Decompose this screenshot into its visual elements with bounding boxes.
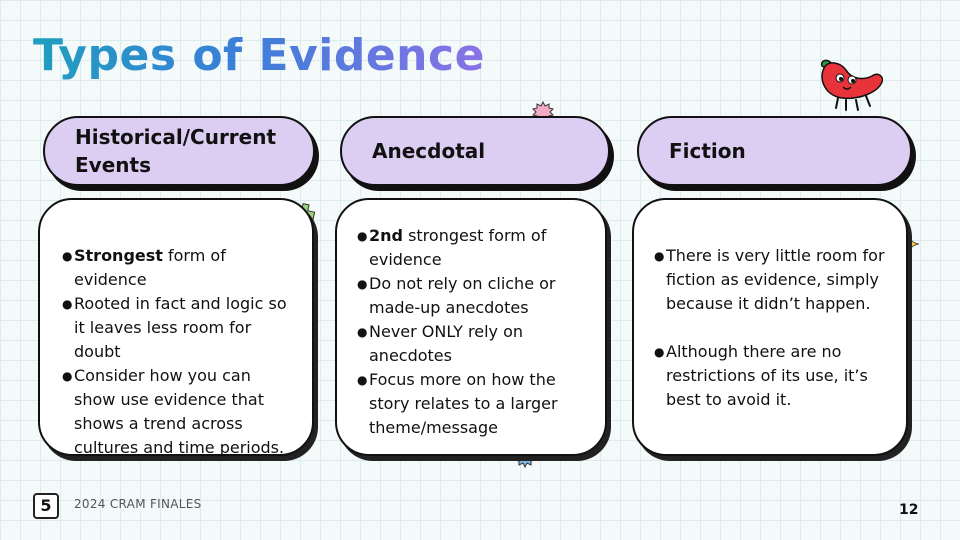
bullet-text: Do not rely on cliche or made-up anecdot… <box>369 274 556 317</box>
bullet-item: Focus more on how the story relates to a… <box>357 368 589 440</box>
header-label: Historical/Current Events <box>75 125 277 177</box>
bullet-text: strongest form of evidence <box>369 226 547 269</box>
bullet-text: Rooted in fact and logic so it leaves le… <box>74 294 287 361</box>
chili-pepper-mascot-icon <box>820 59 884 111</box>
bullet-text: Never ONLY rely on anecdotes <box>369 322 523 365</box>
page-number: 12 <box>899 502 919 518</box>
bullet-text: Although there are no restrictions of it… <box>666 342 868 409</box>
bullet-text: Consider how you can show use evidence t… <box>74 366 285 457</box>
header-label: Anecdotal <box>372 139 486 163</box>
bullet-item: Rooted in fact and logic so it leaves le… <box>62 292 294 364</box>
header-fiction: Fiction <box>637 116 912 186</box>
bullet-bold: 2nd <box>369 226 403 245</box>
bullet-text: form of evidence <box>74 246 226 289</box>
header-historical-current-events: Historical/Current Events <box>43 116 315 186</box>
bullet-text: Focus more on how the story relates to a… <box>369 370 558 437</box>
card-historical-current-events: Strongest form of evidence Rooted in fac… <box>38 198 314 457</box>
bullet-bold: Strongest <box>74 246 163 265</box>
bullet-item: Consider how you can show use evidence t… <box>62 364 294 460</box>
bullet-item: Although there are no restrictions of it… <box>654 340 890 412</box>
card-fiction: There is very little room for fiction as… <box>632 198 908 456</box>
bullet-text: There is very little room for fiction as… <box>666 246 885 313</box>
bullet-item: 2nd strongest form of evidence <box>357 224 589 272</box>
bullet-item: Do not rely on cliche or made-up anecdot… <box>357 272 589 320</box>
bullet-item: There is very little room for fiction as… <box>654 244 890 316</box>
header-label: Fiction <box>669 139 746 163</box>
brand-logo-icon: 5 <box>33 493 59 519</box>
bullet-item: Never ONLY rely on anecdotes <box>357 320 589 368</box>
bullet-item: Strongest form of evidence <box>62 244 294 292</box>
header-anecdotal: Anecdotal <box>340 116 610 186</box>
card-anecdotal: 2nd strongest form of evidence Do not re… <box>335 198 607 456</box>
page-title: Types of Evidence <box>33 30 485 81</box>
footer-label: 2024 CRAM FINALES <box>74 497 202 511</box>
